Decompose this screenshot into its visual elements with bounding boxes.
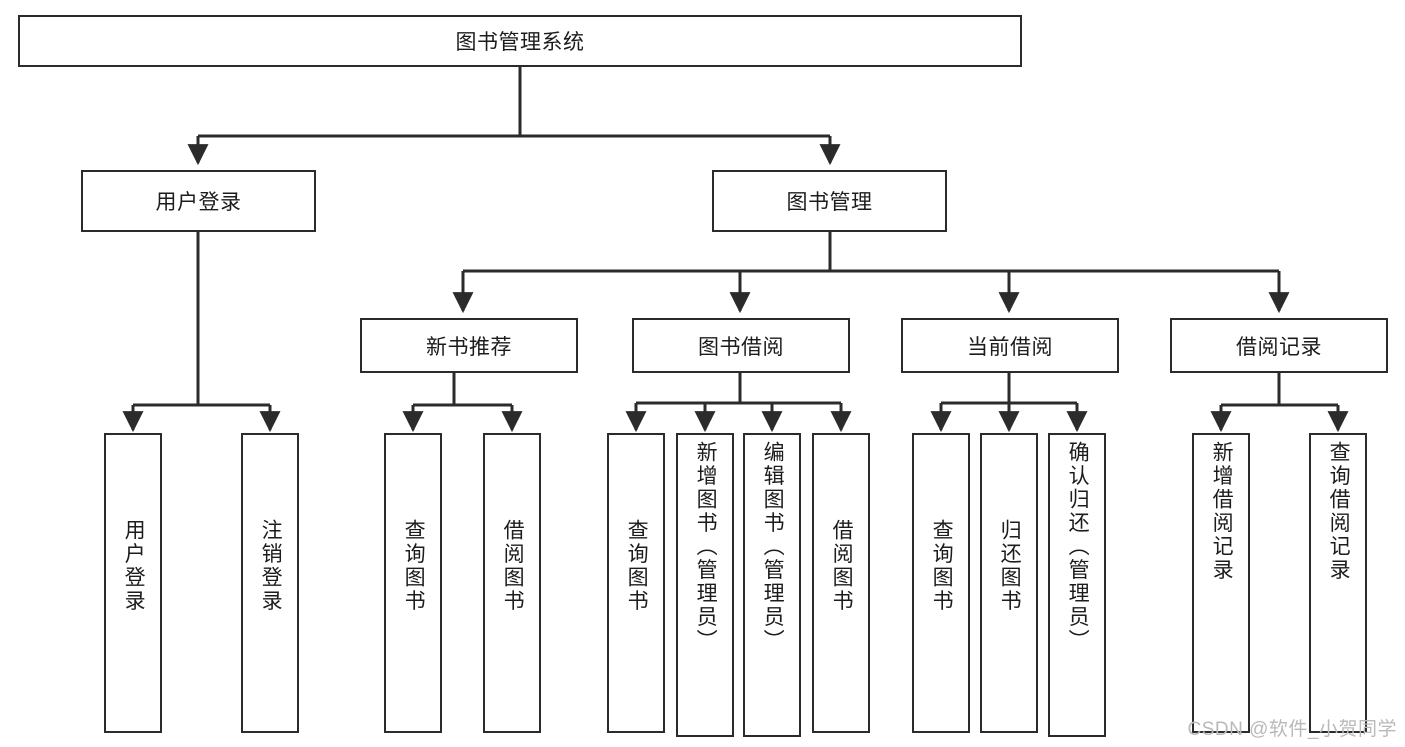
node-user-login-label: 用户登录: [155, 191, 242, 214]
node-leaf-user-login[interactable]: 用户登录: [104, 433, 162, 733]
node-leaf-borrow-book-2[interactable]: 借阅图书: [812, 433, 870, 733]
node-leaf-edit-book-label: 编辑图书（管理员）: [761, 441, 785, 653]
node-book-manage-label: 图书管理: [786, 191, 873, 214]
node-new-book-rec-label: 新书推荐: [426, 335, 512, 359]
node-leaf-logout-label: 注销登录: [259, 519, 283, 613]
node-leaf-add-book-label: 新增图书（管理员）: [694, 441, 718, 653]
node-leaf-query-book-2[interactable]: 查询图书: [607, 433, 665, 733]
node-new-book-rec[interactable]: 新书推荐: [360, 318, 578, 373]
node-leaf-query-record-label: 查询借阅记录: [1327, 441, 1351, 582]
node-user-login[interactable]: 用户登录: [81, 170, 316, 232]
node-leaf-borrow-book-1[interactable]: 借阅图书: [483, 433, 541, 733]
node-leaf-query-book-1-label: 查询图书: [402, 519, 426, 613]
node-leaf-add-record[interactable]: 新增借阅记录: [1192, 433, 1250, 733]
node-leaf-edit-book[interactable]: 编辑图书（管理员）: [743, 433, 801, 737]
node-current-borrow-label: 当前借阅: [967, 335, 1053, 359]
node-leaf-borrow-book-2-label: 借阅图书: [830, 519, 854, 613]
node-leaf-confirm-return[interactable]: 确认归还（管理员）: [1048, 433, 1106, 737]
node-root[interactable]: 图书管理系统: [18, 15, 1022, 67]
node-leaf-user-login-label: 用户登录: [122, 519, 146, 613]
node-current-borrow[interactable]: 当前借阅: [901, 318, 1119, 373]
node-leaf-query-book-3-label: 查询图书: [930, 519, 954, 613]
node-borrow-record[interactable]: 借阅记录: [1170, 318, 1388, 373]
node-book-borrow-label: 图书借阅: [698, 335, 784, 359]
node-leaf-query-book-2-label: 查询图书: [625, 519, 649, 613]
node-leaf-query-record[interactable]: 查询借阅记录: [1309, 433, 1367, 733]
node-borrow-record-label: 借阅记录: [1236, 335, 1322, 359]
node-leaf-add-book[interactable]: 新增图书（管理员）: [676, 433, 734, 737]
node-root-label: 图书管理系统: [455, 31, 585, 54]
node-leaf-query-book-3[interactable]: 查询图书: [912, 433, 970, 733]
node-leaf-confirm-return-label: 确认归还（管理员）: [1066, 441, 1090, 653]
node-leaf-add-record-label: 新增借阅记录: [1210, 441, 1234, 582]
node-leaf-query-book-1[interactable]: 查询图书: [384, 433, 442, 733]
node-leaf-return-book-label: 归还图书: [998, 519, 1022, 613]
node-leaf-borrow-book-1-label: 借阅图书: [501, 519, 525, 613]
node-book-manage[interactable]: 图书管理: [712, 170, 947, 232]
csdn-watermark: CSDN @软件_小贺同学: [1187, 719, 1397, 740]
node-book-borrow[interactable]: 图书借阅: [632, 318, 850, 373]
node-leaf-logout[interactable]: 注销登录: [241, 433, 299, 733]
node-leaf-return-book[interactable]: 归还图书: [980, 433, 1038, 733]
